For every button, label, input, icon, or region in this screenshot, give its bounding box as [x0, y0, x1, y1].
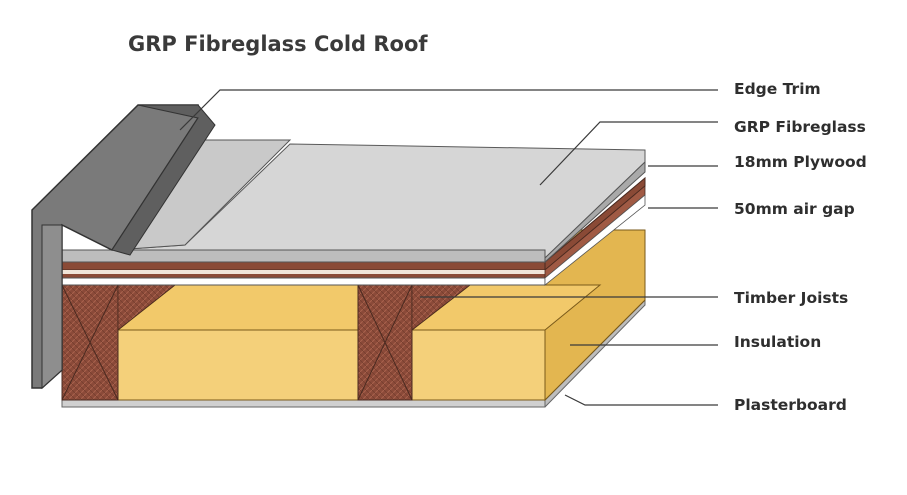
grp-fibreglass-surface [61, 139, 646, 264]
label-grp-fibreglass: GRP Fibreglass [734, 118, 866, 136]
timber-joists [61, 284, 472, 401]
label-insulation: Insulation [734, 333, 822, 351]
leader-grp-fibreglass [539, 121, 718, 186]
label-plywood: 18mm Plywood [734, 153, 867, 171]
leader-plasterboard [564, 394, 718, 406]
edge-trim [31, 104, 216, 390]
label-timber-joists: Timber Joists [734, 289, 849, 307]
label-plasterboard: Plasterboard [734, 396, 847, 414]
label-air-gap: 50mm air gap [734, 200, 855, 218]
leader-lines [179, 89, 718, 406]
label-edge-trim: Edge Trim [734, 80, 821, 98]
leader-edge-trim [179, 89, 718, 131]
diagram-title: GRP Fibreglass Cold Roof [128, 32, 428, 56]
